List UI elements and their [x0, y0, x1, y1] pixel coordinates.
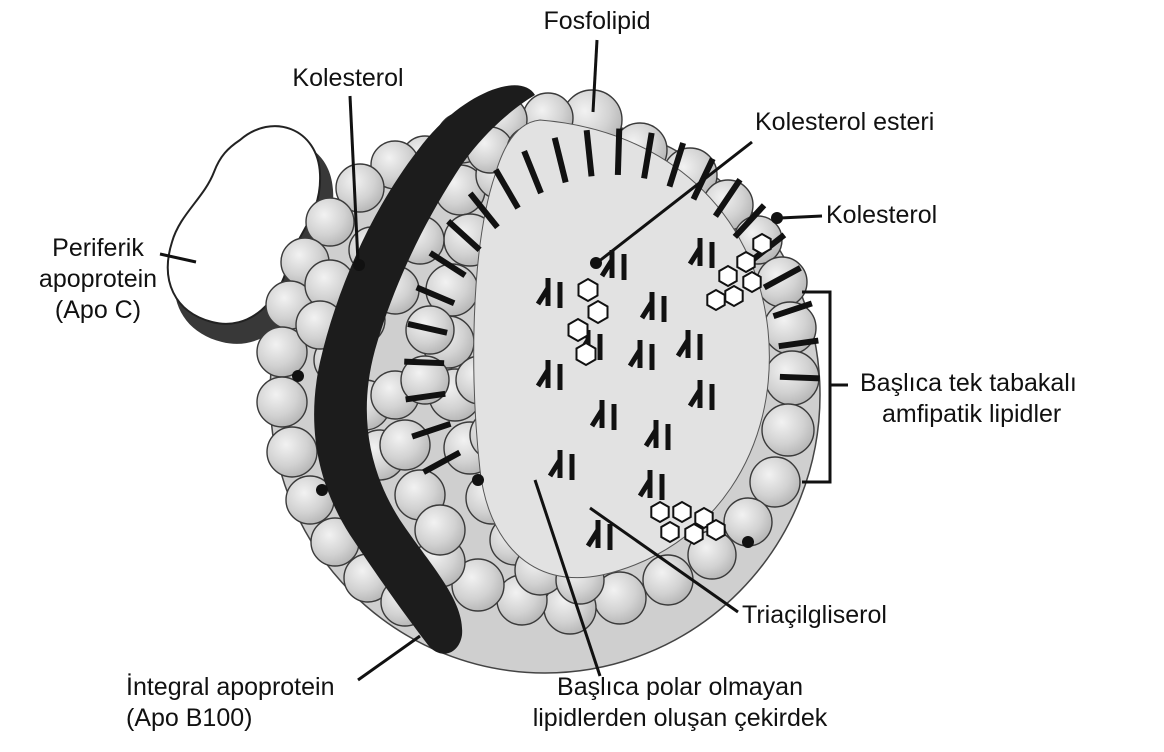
cholesterol-ester-hexagon: [577, 343, 596, 365]
label-baslica-tek-tabakali: Başlıca tek tabakalı amfipatik lipidler: [860, 368, 1077, 430]
phospholipid-head: [762, 404, 814, 456]
phospholipid-head: [415, 505, 465, 555]
phospholipid-head: [380, 420, 430, 470]
label-periferik-line-3: (Apo C): [18, 295, 178, 326]
label-periferik-line-2: apoprotein: [18, 264, 178, 295]
cholesterol-dot: [590, 257, 602, 269]
label-integral-line-2: (Apo B100): [126, 703, 334, 734]
cholesterol-ester-hexagon: [753, 234, 770, 254]
phospholipid-head: [267, 427, 317, 477]
cholesterol-ester-hexagon: [685, 524, 702, 544]
label-baslica-polar: Başlıca polar olmayan lipidlerden oluşan…: [480, 672, 880, 734]
label-baslica-tek-line-2: amfipatik lipidler: [860, 399, 1077, 430]
label-periferik-apoprotein: Periferik apoprotein (Apo C): [18, 233, 178, 326]
label-kolesterol-esteri: Kolesterol esteri: [755, 107, 934, 138]
pointer-kolesterol-right: [780, 216, 822, 218]
cholesterol-dot: [742, 536, 754, 548]
cholesterol-dot: [316, 484, 328, 496]
label-kolesterol-right: Kolesterol: [826, 200, 937, 231]
fatty-acid-tail: [404, 362, 444, 364]
cholesterol-ester-hexagon: [719, 266, 736, 286]
pointer-integral: [358, 636, 420, 680]
cholesterol-ester-hexagon: [707, 290, 724, 310]
label-integral-line-1: İntegral apoprotein: [126, 672, 334, 703]
cholesterol-dot: [472, 474, 484, 486]
fatty-acid-tail: [618, 129, 619, 175]
cholesterol-ester-hexagon: [737, 252, 754, 272]
label-kolesterol-top: Kolesterol: [268, 63, 428, 94]
label-baslica-polar-line-1: Başlıca polar olmayan: [480, 672, 880, 703]
label-baslica-tek-line-1: Başlıca tek tabakalı: [860, 368, 1077, 399]
cholesterol-ester-hexagon: [589, 301, 608, 323]
cholesterol-ester-hexagon: [579, 279, 598, 301]
label-integral-apoprotein: İntegral apoprotein (Apo B100): [126, 672, 334, 734]
label-triacilgliserol: Triaçilgliserol: [742, 600, 887, 631]
label-periferik-line-1: Periferik: [18, 233, 178, 264]
label-fosfolipid: Fosfolipid: [532, 6, 662, 37]
label-baslica-polar-line-2: lipidlerden oluşan çekirdek: [480, 703, 880, 734]
phospholipid-head: [257, 377, 307, 427]
cholesterol-ester-hexagon: [661, 522, 678, 542]
cholesterol-ester-hexagon: [673, 502, 690, 522]
cholesterol-ester-hexagon: [707, 520, 724, 540]
cholesterol-ester-hexagon: [651, 502, 668, 522]
cholesterol-dot: [292, 370, 304, 382]
cholesterol-ester-hexagon: [569, 319, 588, 341]
cholesterol-dot: [353, 259, 365, 271]
fatty-acid-tail: [780, 377, 820, 379]
cholesterol-ester-hexagon: [743, 272, 760, 292]
cholesterol-dot: [771, 212, 783, 224]
cholesterol-ester-hexagon: [725, 286, 742, 306]
phospholipid-head: [757, 257, 807, 307]
